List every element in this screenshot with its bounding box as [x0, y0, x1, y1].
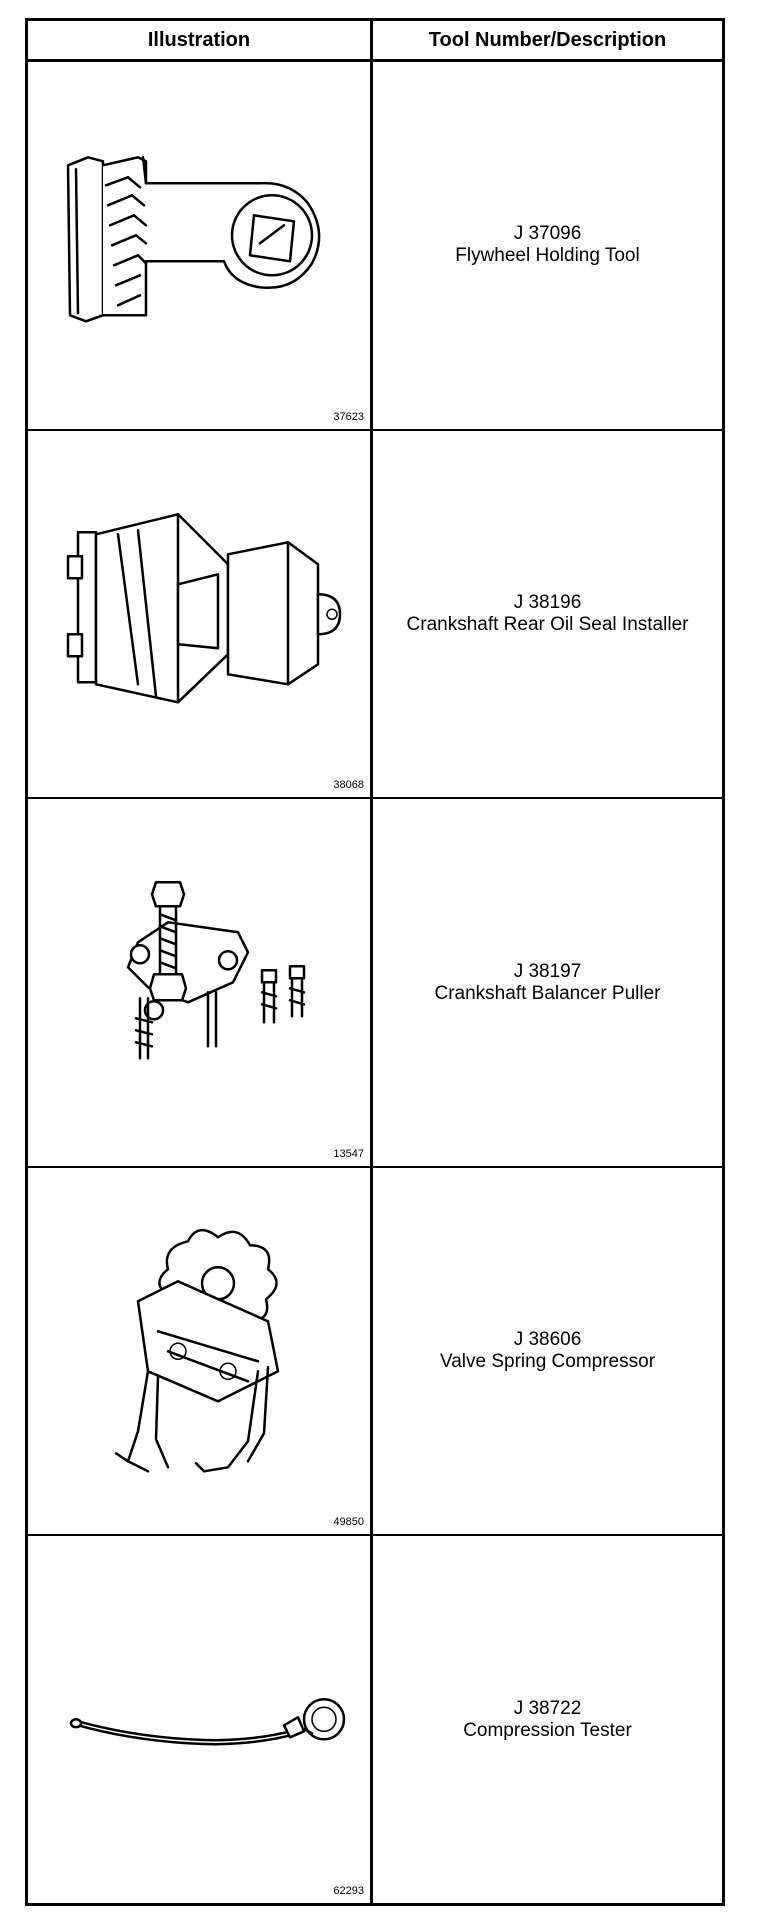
figure-number: 37623 — [333, 410, 364, 423]
figure-number: 62293 — [333, 1885, 364, 1897]
tool-table-frame: Illustration Tool Number/Description 376… — [25, 18, 725, 1906]
table-row: 62293 J 38722 Compression Tester — [28, 1534, 722, 1903]
figure-number: 38068 — [333, 779, 364, 792]
table-row: 38068 J 38196 Crankshaft Rear Oil Seal I… — [28, 428, 722, 799]
description-cell: J 38722 Compression Tester — [371, 1534, 722, 1903]
tool-name: Compression Tester — [463, 1719, 632, 1741]
tool-number: J 38606 — [513, 1329, 582, 1351]
valve-spring-compressor-icon — [114, 1228, 280, 1473]
tool-name: Crankshaft Balancer Puller — [434, 982, 661, 1004]
tool-name: Flywheel Holding Tool — [455, 245, 640, 267]
illustration-cell: 49850 — [28, 1165, 373, 1536]
illustration-cell: 13547 — [28, 797, 373, 1167]
description-cell: J 38197 Crankshaft Balancer Puller — [371, 797, 722, 1167]
table-header-row: Illustration Tool Number/Description — [28, 21, 722, 62]
tool-name: Crankshaft Rear Oil Seal Installer — [406, 613, 689, 635]
tool-number: J 38722 — [513, 1697, 582, 1719]
balancer-puller-icon — [126, 881, 306, 1060]
header-illustration: Illustration — [28, 21, 373, 62]
figure-number: 49850 — [333, 1516, 364, 1529]
tool-number: J 38197 — [513, 960, 582, 982]
description-cell: J 38606 Valve Spring Compressor — [371, 1165, 722, 1536]
illustration-cell: 62293 — [28, 1534, 373, 1903]
header-description: Tool Number/Description — [371, 21, 722, 62]
tool-number: J 38196 — [513, 591, 582, 613]
tool-name: Valve Spring Compressor — [439, 1351, 656, 1373]
compression-tester-icon — [69, 1698, 346, 1746]
illustration-cell: 37623 — [28, 59, 373, 430]
figure-number: 13547 — [333, 1147, 364, 1160]
oil-seal-installer-icon — [66, 512, 342, 704]
description-cell: J 37096 Flywheel Holding Tool — [371, 59, 722, 430]
description-cell: J 38196 Crankshaft Rear Oil Seal Install… — [371, 428, 722, 799]
tool-table: Illustration Tool Number/Description 376… — [28, 21, 722, 1903]
flywheel-holding-tool-icon — [66, 156, 321, 323]
tool-number: J 37096 — [513, 223, 582, 245]
table-row: 37623 J 37096 Flywheel Holding Tool — [28, 59, 722, 430]
illustration-cell: 38068 — [28, 428, 373, 799]
table-row: 13547 J 38197 Crankshaft Balancer Puller — [28, 797, 722, 1167]
table-row: 49850 J 38606 Valve Spring Compressor — [28, 1165, 722, 1536]
